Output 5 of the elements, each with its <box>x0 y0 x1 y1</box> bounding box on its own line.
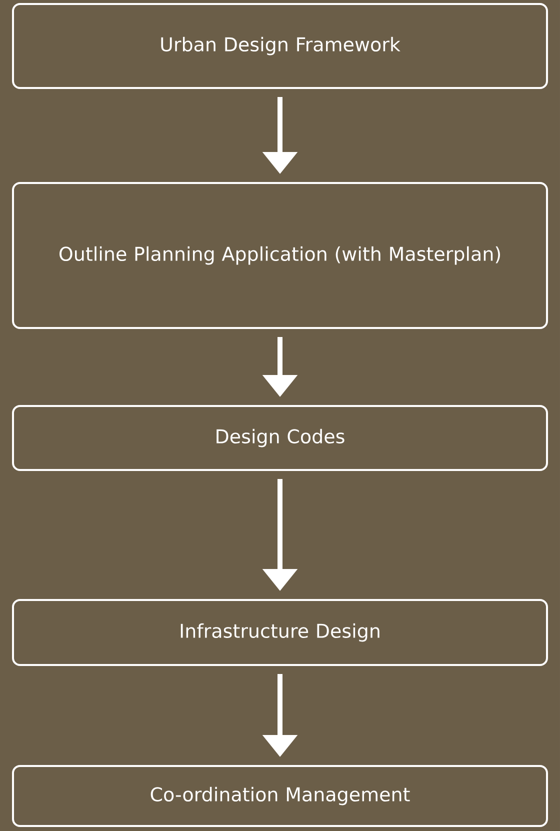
process-box: Design Codes <box>12 405 548 471</box>
process-box: Infrastructure Design <box>12 599 548 666</box>
process-box: Co-ordination Management <box>12 765 548 827</box>
process-box: Urban Design Framework <box>12 3 548 90</box>
process-box: Outline Planning Application (with Masterplan) <box>12 182 548 329</box>
